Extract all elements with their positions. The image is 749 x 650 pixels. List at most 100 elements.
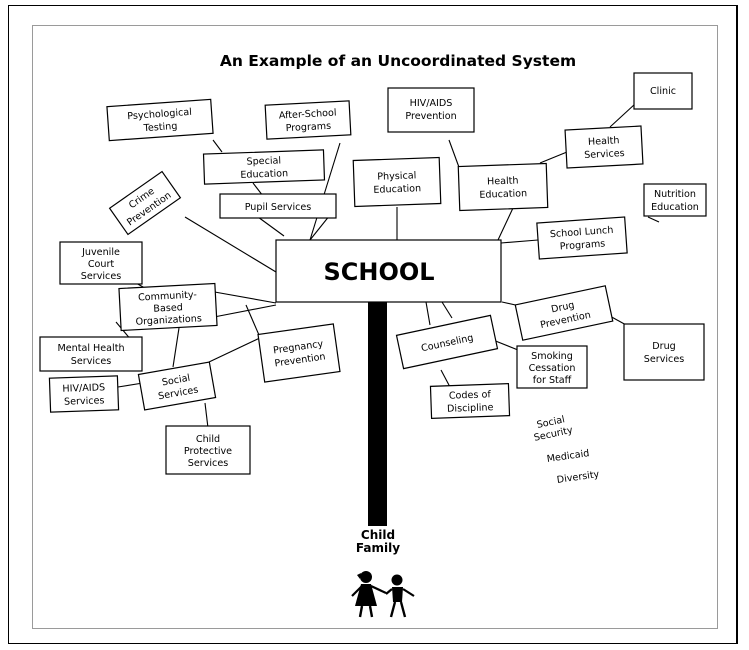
children-figure-icon — [351, 571, 415, 618]
link-school-counseling — [425, 301, 431, 326]
link-healthsvc-clinic — [609, 103, 636, 128]
trunk-bar — [368, 300, 387, 526]
svg-text:Education: Education — [651, 202, 699, 213]
school-node — [275, 239, 502, 303]
link-cbo-school — [208, 290, 277, 304]
node-drug-services: Drug Services — [623, 323, 705, 381]
node-school-lunch-programs: School Lunch Programs — [536, 216, 628, 260]
svg-text:Based: Based — [153, 302, 183, 315]
trunk-label-family: Family — [356, 541, 400, 555]
link-counseling-smoking — [492, 339, 519, 351]
svg-text:Education: Education — [479, 188, 527, 201]
svg-text:After-School: After-School — [279, 108, 337, 122]
svg-text:for Staff: for Staff — [533, 375, 572, 386]
svg-text:Nutrition: Nutrition — [654, 189, 696, 200]
link-social-cps — [204, 402, 209, 429]
svg-text:HIV/AIDS: HIV/AIDS — [62, 382, 105, 394]
svg-text:Services: Services — [81, 271, 121, 282]
svg-text:HIV/AIDS: HIV/AIDS — [410, 98, 453, 109]
svg-text:Programs: Programs — [285, 121, 331, 134]
svg-text:Health: Health — [487, 175, 519, 187]
svg-text:Services: Services — [188, 458, 228, 469]
svg-text:Organizations: Organizations — [135, 313, 202, 327]
node-clinic: Clinic — [633, 72, 693, 110]
link-social-pregnancy — [208, 335, 265, 363]
svg-text:Drug: Drug — [652, 341, 676, 352]
svg-text:Programs: Programs — [559, 238, 605, 252]
node-community-based-organizations: Community- Based Organizations — [118, 282, 218, 332]
svg-text:Protective: Protective — [184, 446, 232, 457]
node-social-services: Social Services — [137, 361, 217, 411]
node-drug-prevention: Drug Prevention — [514, 285, 614, 341]
svg-text:Discipline: Discipline — [447, 402, 494, 415]
svg-text:Education: Education — [240, 168, 288, 181]
link-afterschool-school — [309, 142, 341, 241]
node-mental-health-services: Mental Health Services — [39, 336, 143, 372]
svg-text:Medicaid: Medicaid — [546, 448, 590, 465]
link-lunch-school — [500, 239, 539, 244]
link-counseling-codes — [440, 369, 451, 388]
svg-text:Psychological: Psychological — [127, 107, 192, 122]
link-psych-special — [212, 139, 223, 153]
link-school-counseling-2 — [441, 301, 453, 319]
svg-text:Juvenile: Juvenile — [81, 247, 120, 258]
node-crime-prevention: Crime Prevention — [108, 170, 182, 236]
connector-lines — [115, 103, 660, 429]
svg-text:Health: Health — [588, 135, 620, 148]
label-medicaid: Medicaid — [546, 448, 590, 465]
svg-text:Mental Health: Mental Health — [57, 343, 124, 354]
node-health-services: Health Services — [564, 125, 644, 169]
diagram-frame — [32, 25, 718, 629]
node-juvenile-court-services: Juvenile Court Services — [59, 241, 143, 285]
node-physical-education: Physical Education — [352, 156, 442, 208]
link-healthed-school — [497, 207, 514, 241]
outer-frame — [8, 5, 738, 644]
svg-text:Education: Education — [373, 183, 421, 196]
diagram-title: An Example of an Uncoordinated System — [220, 52, 576, 70]
svg-text:Clinic: Clinic — [650, 86, 676, 97]
node-counseling: Counseling — [395, 314, 499, 370]
svg-text:School Lunch: School Lunch — [550, 225, 614, 240]
svg-text:Cessation: Cessation — [529, 363, 576, 374]
svg-text:Services: Services — [64, 395, 105, 407]
label-social-security: Social Security — [533, 414, 574, 444]
node-hiv-aids-prevention: HIV/AIDS Prevention — [387, 87, 475, 133]
node-psychological-testing: Psychological Testing — [106, 98, 214, 142]
link-hivsvc-social — [117, 382, 144, 388]
svg-text:Pupil Services: Pupil Services — [245, 202, 312, 213]
svg-text:Testing: Testing — [142, 121, 177, 134]
node-smoking-cessation: Smoking Cessation for Staff — [516, 345, 588, 389]
link-crime-school — [184, 216, 277, 273]
svg-text:Prevention: Prevention — [405, 111, 456, 122]
link-pupil-school-2 — [309, 214, 331, 241]
svg-text:Smoking: Smoking — [531, 351, 573, 362]
svg-text:Services: Services — [71, 356, 111, 367]
svg-text:Diversity: Diversity — [556, 469, 600, 486]
node-child-protective-services: Child Protective Services — [165, 425, 251, 475]
svg-text:Services: Services — [644, 354, 684, 365]
svg-text:Special: Special — [246, 155, 281, 167]
node-health-education: Health Education — [457, 162, 549, 212]
svg-text:Services: Services — [584, 148, 625, 161]
node-nutrition-education: Nutrition Education — [643, 183, 707, 217]
link-hivprev-healthed — [448, 139, 461, 171]
trunk-label-child: Child — [361, 528, 395, 542]
school-label: SCHOOL — [323, 258, 434, 286]
link-pupil-school — [257, 216, 285, 237]
link-cbo-social — [172, 327, 180, 368]
svg-text:Physical: Physical — [377, 170, 416, 182]
link-nutrition-lunch — [647, 216, 660, 223]
node-pupil-services: Pupil Services — [219, 193, 337, 219]
link-healthed-healthsvc — [539, 151, 568, 164]
node-hiv-aids-services: HIV/AIDS Services — [48, 375, 120, 413]
link-cbo-school-2 — [213, 304, 277, 318]
svg-text:Community-: Community- — [138, 289, 197, 303]
node-codes-of-discipline: Codes of Discipline — [429, 383, 511, 419]
node-pregnancy-prevention: Pregnancy Prevention — [257, 323, 341, 383]
svg-text:Drug: Drug — [550, 300, 575, 316]
node-special-education: Special Education — [202, 149, 326, 185]
svg-text:Child: Child — [196, 434, 220, 445]
svg-text:Codes of: Codes of — [449, 389, 492, 401]
label-diversity: Diversity — [556, 469, 600, 486]
